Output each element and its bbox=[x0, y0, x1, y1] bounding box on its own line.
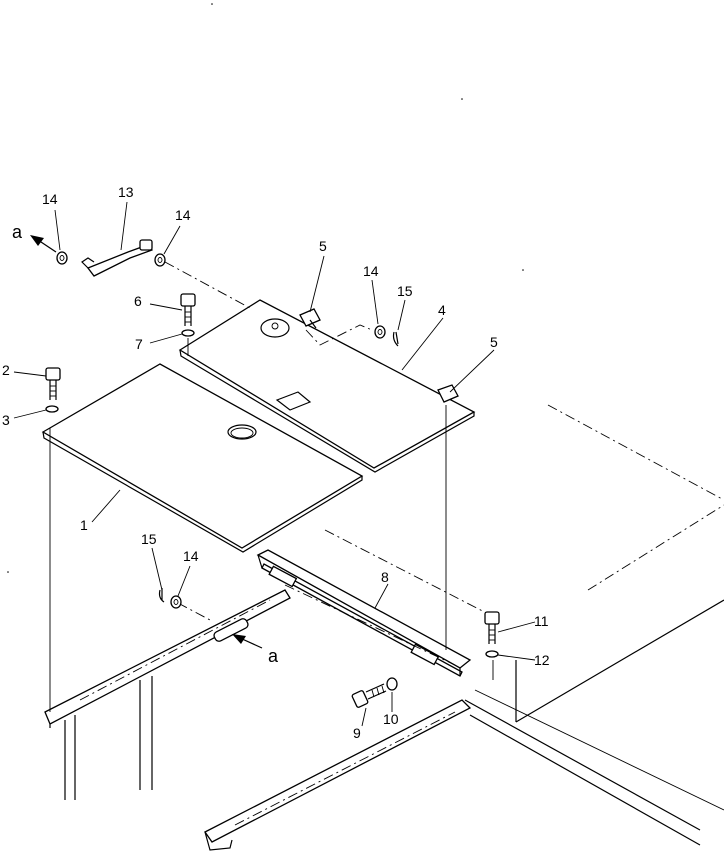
left-frame-rail bbox=[44, 589, 291, 800]
bolts bbox=[45, 293, 500, 708]
view-label-a: a bbox=[268, 646, 279, 666]
callout-1: 1 bbox=[80, 517, 88, 533]
washers bbox=[45, 251, 499, 691]
callout-11: 11 bbox=[534, 613, 549, 629]
bolt-2 bbox=[45, 367, 61, 400]
callout-12: 12 bbox=[534, 652, 550, 668]
bolt-11 bbox=[484, 611, 500, 644]
callout-15: 15 bbox=[141, 531, 157, 547]
callout-10: 10 bbox=[383, 711, 399, 727]
washer-3 bbox=[45, 405, 59, 413]
washer-14b bbox=[154, 253, 166, 267]
view-label-a: a bbox=[12, 222, 23, 242]
callout-15: 15 bbox=[397, 283, 413, 299]
callout-9: 9 bbox=[353, 725, 361, 741]
callout-5: 5 bbox=[490, 334, 498, 350]
support-bracket-8 bbox=[256, 549, 472, 677]
washer-10 bbox=[386, 677, 398, 691]
assembly-lines bbox=[49, 261, 494, 712]
washer-14c bbox=[374, 325, 386, 339]
washer-14d bbox=[170, 595, 182, 609]
callout-5: 5 bbox=[319, 238, 327, 254]
front-frame-rail bbox=[204, 699, 472, 851]
lever-13 bbox=[81, 239, 153, 277]
pin-15a bbox=[392, 331, 399, 347]
callout-14: 14 bbox=[42, 191, 58, 207]
scan-specks bbox=[7, 3, 524, 573]
callout-14: 14 bbox=[183, 548, 199, 564]
bolt-6 bbox=[180, 293, 196, 326]
callout-3: 3 bbox=[2, 412, 10, 428]
machine-frame bbox=[324, 404, 724, 846]
callout-14: 14 bbox=[175, 207, 191, 223]
callout-labels: 14 13 14 a 5 14 15 4 5 6 7 2 3 1 15 14 8… bbox=[2, 184, 550, 741]
callout-7: 7 bbox=[135, 336, 143, 352]
leader-lines bbox=[13, 201, 536, 727]
washer-14a bbox=[56, 251, 68, 265]
callout-6: 6 bbox=[134, 293, 142, 309]
view-arrows bbox=[30, 235, 263, 649]
pin-15b bbox=[158, 588, 165, 603]
washer-12 bbox=[485, 650, 499, 658]
floor-plate-1 bbox=[41, 363, 364, 553]
callout-13: 13 bbox=[118, 184, 134, 200]
callout-4: 4 bbox=[438, 302, 446, 318]
callout-2: 2 bbox=[2, 362, 10, 378]
bolt-9 bbox=[351, 683, 387, 708]
callout-8: 8 bbox=[381, 569, 389, 585]
callout-14: 14 bbox=[363, 263, 379, 279]
washer-7 bbox=[181, 329, 195, 337]
